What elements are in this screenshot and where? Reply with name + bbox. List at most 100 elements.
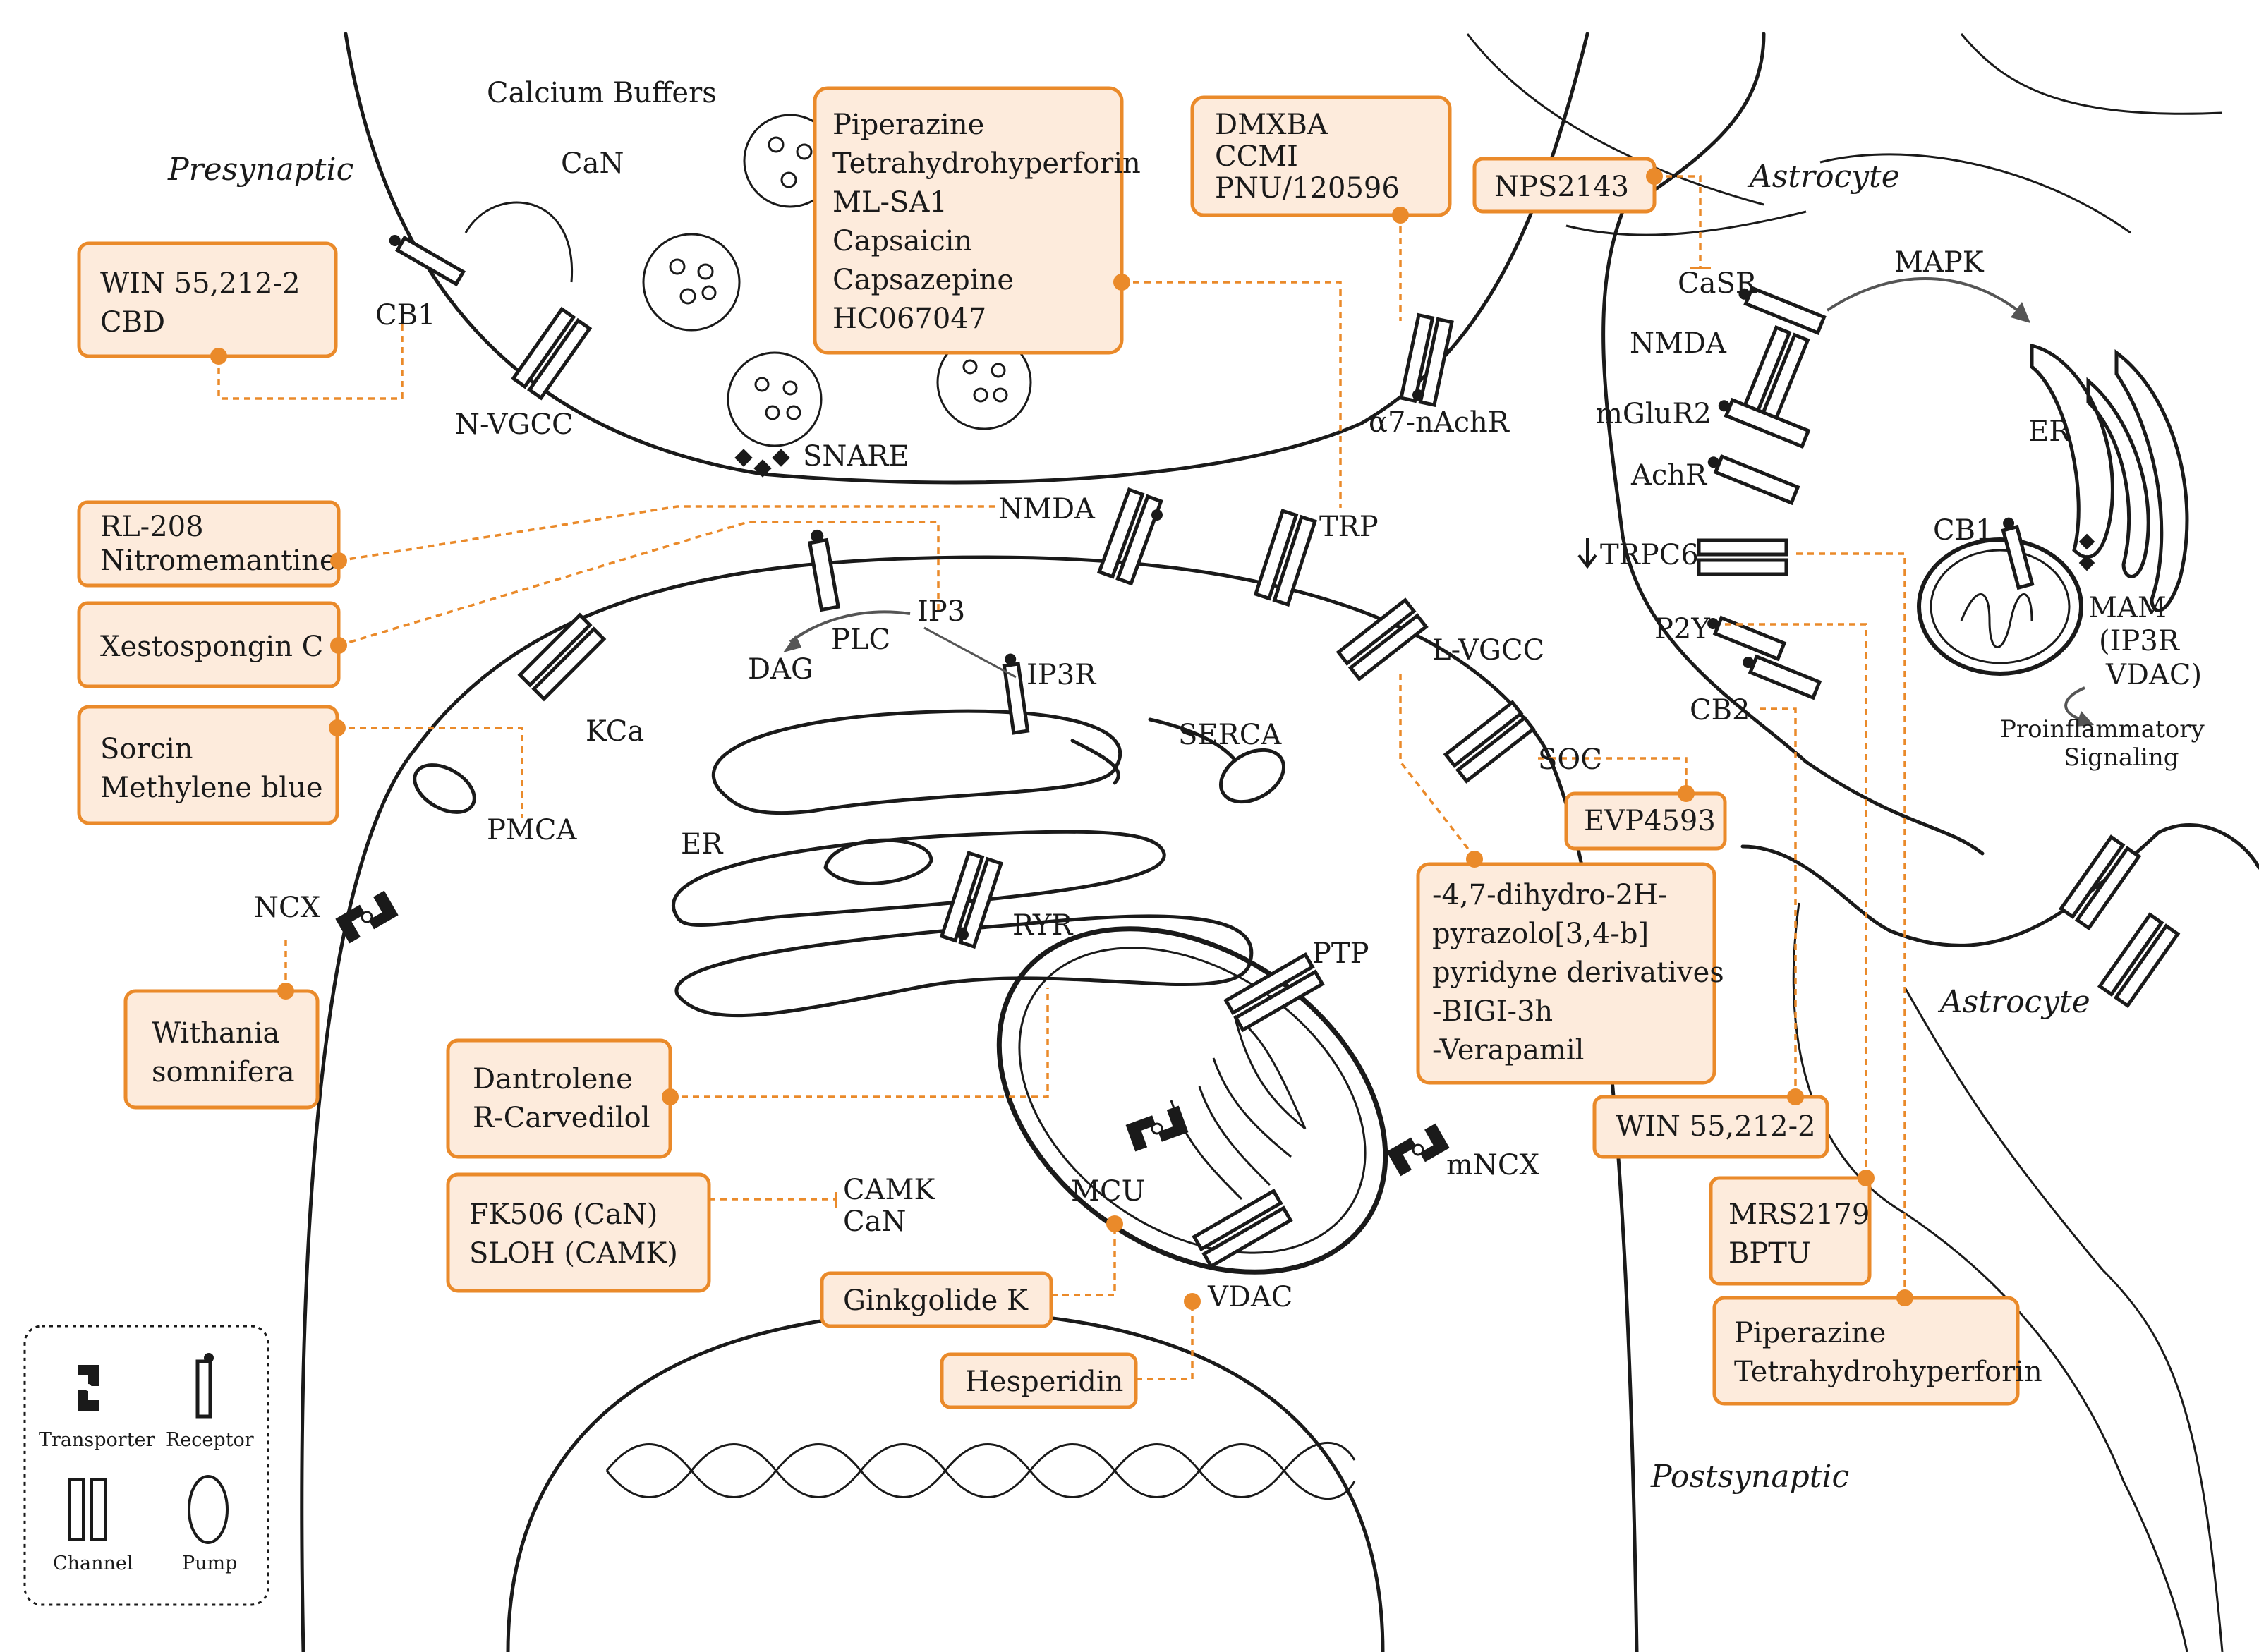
drug-label: Withania: [152, 1017, 279, 1050]
soc-label: SOC: [1538, 743, 1602, 776]
legend-receptor-label: Receptor: [166, 1429, 254, 1451]
trp-channel: [1253, 509, 1318, 607]
plc-arrowhead: [783, 635, 801, 652]
astrocyte-labels: CaSR NMDA mGluR2 AchR TRPC6 P2Y CB2 MAPK…: [1596, 246, 2205, 772]
mam-label-3: VDAC): [2105, 659, 2202, 691]
vesicle: [727, 351, 823, 447]
mglur2-receptor: [1718, 397, 1811, 449]
drug-box-rl208: RL-208 Nitromemantine: [77, 500, 347, 588]
a7-nachr-dot: [1412, 389, 1424, 401]
mglur2-label: mGluR2: [1596, 398, 1712, 430]
mam-label-2: (IP3R: [2099, 625, 2181, 657]
achr-label: AchR: [1630, 459, 1708, 492]
mam-label: MAM: [2088, 592, 2167, 624]
trpc6-label: TRPC6: [1600, 539, 1699, 571]
drug-label: pyrazolo[3,4-b]: [1432, 918, 1649, 950]
plc-label: PLC: [831, 624, 890, 656]
ip3-membrane-receptor: [807, 529, 841, 612]
vdac-channel: [1192, 1189, 1293, 1269]
can-label-post: CaN: [843, 1205, 906, 1238]
drug-box-mrs2179: MRS2179 BPTU: [1709, 1170, 1875, 1286]
drug-label: NPS2143: [1494, 171, 1629, 203]
n-vgcc-loop: [464, 201, 574, 283]
astro-bottom-channel-2: [2097, 912, 2181, 1009]
mapk-arrowhead: [2011, 302, 2030, 323]
legend-receptor-icon: [195, 1353, 214, 1419]
drug-label: Dantrolene: [473, 1063, 633, 1095]
drug-label: Sorcin: [100, 733, 193, 765]
mitochondrion: [996, 926, 1388, 1275]
drug-label: WIN 55,212-2: [100, 267, 301, 300]
astrocyte-process-d: [1960, 33, 2223, 115]
drug-box-dantrolene: Dantrolene R-Carvedilol: [446, 1038, 679, 1159]
cb2-receptor: [1743, 654, 1822, 700]
mcu-transporter: [1125, 1105, 1189, 1152]
astro-nmda-label: NMDA: [1630, 327, 1727, 360]
legend-pump-icon: [188, 1475, 229, 1544]
drug-label: pyridyne derivatives: [1432, 956, 1724, 989]
serca-pump: [1218, 748, 1286, 804]
dna-helix: [605, 1441, 1356, 1500]
pmca-label: PMCA: [487, 814, 577, 846]
astrocyte-bottom-membrane: [1740, 823, 2259, 947]
l-vgcc-channel: [1336, 597, 1429, 681]
drug-label: DMXBA: [1215, 109, 1328, 141]
drug-label: RL-208: [100, 511, 204, 543]
ptp-channel: [1223, 952, 1325, 1033]
mapk-label: MAPK: [1894, 246, 1985, 279]
drug-box-sorcin: Sorcin Methylene blue: [77, 705, 346, 825]
drug-label: Capsaicin: [832, 225, 972, 257]
ptp-label: PTP: [1312, 937, 1369, 970]
ip3r-label: IP3R: [1026, 659, 1097, 691]
drug-label: Piperazine: [1734, 1317, 1886, 1349]
legend-channel-icon: [68, 1478, 107, 1541]
kca-channel: [517, 612, 607, 702]
drug-box-hesperidin: Hesperidin: [940, 1293, 1201, 1409]
cb2-label: CB2: [1690, 694, 1750, 727]
astro-mitochondrion: [1917, 537, 2083, 676]
postsynaptic-label: Postsynaptic: [1650, 1459, 1849, 1495]
mapk-arrow: [1826, 277, 2019, 312]
calcium-buffers-label: Calcium Buffers: [487, 77, 717, 109]
drug-label: -BIGI-3h: [1432, 995, 1553, 1028]
snare-label: SNARE: [803, 440, 909, 473]
p2y-receptor: [1707, 615, 1787, 662]
astrocyte-process-c: [1819, 153, 2131, 234]
astro-cb1-label: CB1: [1933, 514, 1993, 547]
drug-box-fk506: FK506 (CaN) SLOH (CAMK): [446, 1172, 711, 1293]
presynaptic-label: Presynaptic: [167, 152, 353, 188]
legend-pump-label: Pump: [182, 1553, 237, 1574]
nmda-label: NMDA: [998, 493, 1096, 526]
mncx-label: mNCX: [1446, 1149, 1540, 1182]
presynaptic-membrane: [344, 32, 1589, 485]
drug-label: Ginkgolide K: [843, 1284, 1029, 1317]
astrocyte-top-membrane: [1601, 32, 1985, 856]
drug-label: Tetrahydrohyperforin: [1734, 1356, 2042, 1388]
er-label: ER: [681, 828, 724, 861]
ip3-label: IP3: [917, 595, 965, 628]
ip3-to-ip3r-line: [923, 626, 1017, 679]
proinflammatory-arrowhead: [2076, 711, 2094, 727]
drug-box-piperazine-bottom: Piperazine Tetrahydrohyperforin: [1712, 1289, 2042, 1406]
astrocyte-process-a: [1466, 33, 1764, 206]
drug-label: ML-SA1: [832, 186, 947, 219]
drug-box-nps2143: NPS2143: [1472, 157, 1663, 214]
mncx-transporter: [1386, 1123, 1450, 1177]
drug-label: Xestospongin C: [100, 631, 323, 663]
legend: Transporter Receptor Channel Pump: [23, 1325, 269, 1606]
drug-label: BPTU: [1728, 1237, 1811, 1270]
casr-label: CaSR: [1678, 267, 1758, 300]
drug-label: MRS2179: [1728, 1198, 1870, 1231]
drug-box-win-cbd: WIN 55,212-2 CBD: [77, 241, 338, 365]
pmca-pump: [413, 763, 476, 814]
casr-receptor: [1738, 286, 1827, 335]
drug-label: somnifera: [152, 1056, 295, 1088]
drug-box-piperazine-top: Piperazine Tetrahydrohyperforin ML-SA1 C…: [813, 86, 1141, 355]
serca-label: SERCA: [1178, 719, 1282, 751]
astrocyte-top-label: Astrocyte: [1747, 159, 1900, 195]
legend-transporter-icon: [78, 1365, 99, 1411]
ip3r-receptor: [1002, 653, 1030, 735]
ncx-label: NCX: [254, 892, 321, 924]
ryr-channel: [939, 851, 1004, 949]
